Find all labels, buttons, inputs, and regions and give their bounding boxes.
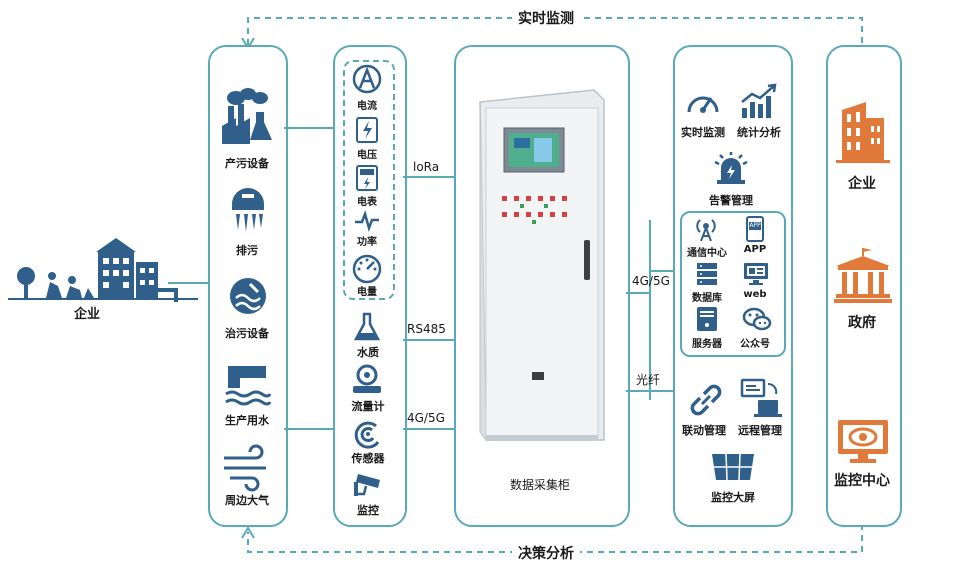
monitoring-center-icon [838,420,888,463]
discharge-icon [232,188,264,232]
sensor-label-meter: 电表 [357,197,377,208]
source-label-2: 排污 [236,244,258,257]
link-label-lora: loRa [413,160,440,174]
remote-management-icon [740,378,782,417]
cabinet-label: 数据采集柜 [509,478,570,492]
connector-p1-p2-b [284,428,334,430]
surveillance-camera-icon [354,474,380,496]
app-phone-icon: APP [746,216,764,242]
stakeholder-label-monitoring-center: 监控中心 [834,473,890,489]
link-label-rs485: RS485 [407,322,446,336]
stakeholder-label-government: 政府 [848,315,876,331]
link-label-fiber: 光纤 [636,373,661,387]
treatment-equipment-icon [230,278,266,314]
source-label-3: 治污设备 [225,327,269,340]
left-enterprise-label: 企业 [74,307,101,322]
server-icon [697,307,717,331]
power-icon [355,210,379,232]
enterprise-connector [168,282,208,284]
service-label-comm: 通信中心 [687,248,727,259]
sensor-label-energy: 电量 [357,287,377,298]
sensor-label-sensor: 传感器 [351,452,385,465]
connector-cellular-right [626,292,650,294]
alarm-icon [714,152,748,184]
stakeholder-label-enterprise: 企业 [848,176,876,192]
function-label-remote: 远程管理 [738,424,782,437]
top-loop-label: 实时监测 [512,8,580,28]
service-label-server: 服务器 [692,339,722,350]
flowmeter-icon [353,364,381,393]
connector-p1-p2-a [284,127,334,129]
enterprise-factory-illustration [8,238,198,302]
service-label-wechat: 公众号 [740,339,770,350]
sensor-icon [354,421,380,449]
application-panel [673,45,793,527]
data-collection-cabinet-image [479,89,605,441]
factory-emission-icon [222,88,272,144]
ambient-air-icon [224,444,266,492]
app-badge: APP [749,222,761,230]
water-quality-icon [353,312,381,341]
wechat-official-account-icon [742,307,772,331]
sensor-label-current: 电流 [357,101,377,112]
service-label-database: 数据库 [692,293,722,304]
electric-sensor-group [343,60,395,300]
sensor-label-power: 功率 [357,237,377,248]
voltage-icon [356,117,378,143]
connector-cellular-left [403,428,455,430]
connector-to-box [649,270,679,272]
platform-services-box [680,211,786,357]
bottom-loop-label: 决策分析 [512,543,580,563]
source-label-1: 产污设备 [225,157,269,170]
communication-center-icon [696,219,716,242]
connector-lora [403,176,455,178]
service-label-app: APP [743,244,767,255]
sensor-label-camera: 监控 [357,504,379,517]
sensor-label-voltage: 电压 [357,150,377,161]
service-label-web: web [743,289,767,300]
source-label-5: 周边大气 [225,494,269,507]
function-label-realtime: 实时监测 [681,126,725,139]
connector-fiber [626,390,674,392]
sensor-label-flowmeter: 流量计 [351,400,385,413]
database-icon [697,263,717,285]
sensor-label-water-quality: 水质 [357,346,379,359]
linkage-management-icon [690,384,722,416]
energy-gauge-icon [352,254,382,284]
video-wall-icon [712,453,754,481]
source-label-4: 生产用水 [225,414,269,427]
web-monitor-icon [744,263,768,285]
function-label-linkage: 联动管理 [682,424,726,437]
link-label-cellular-left: 4G/5G [407,411,445,425]
function-label-alarm: 告警管理 [709,194,753,207]
production-water-icon [225,366,272,406]
enterprise-building-icon [836,102,890,163]
government-building-icon [834,248,892,303]
realtime-monitor-icon [687,96,719,113]
ammeter-icon [352,64,382,94]
function-label-statistics: 统计分析 [737,126,781,139]
link-label-cellular-right: 4G/5G [632,274,670,288]
electric-meter-icon [356,165,378,191]
connector-trunk [649,220,651,400]
function-label-videowall: 监控大屏 [711,491,755,504]
statistics-chart-icon [741,83,777,118]
connector-rs485 [403,339,455,341]
